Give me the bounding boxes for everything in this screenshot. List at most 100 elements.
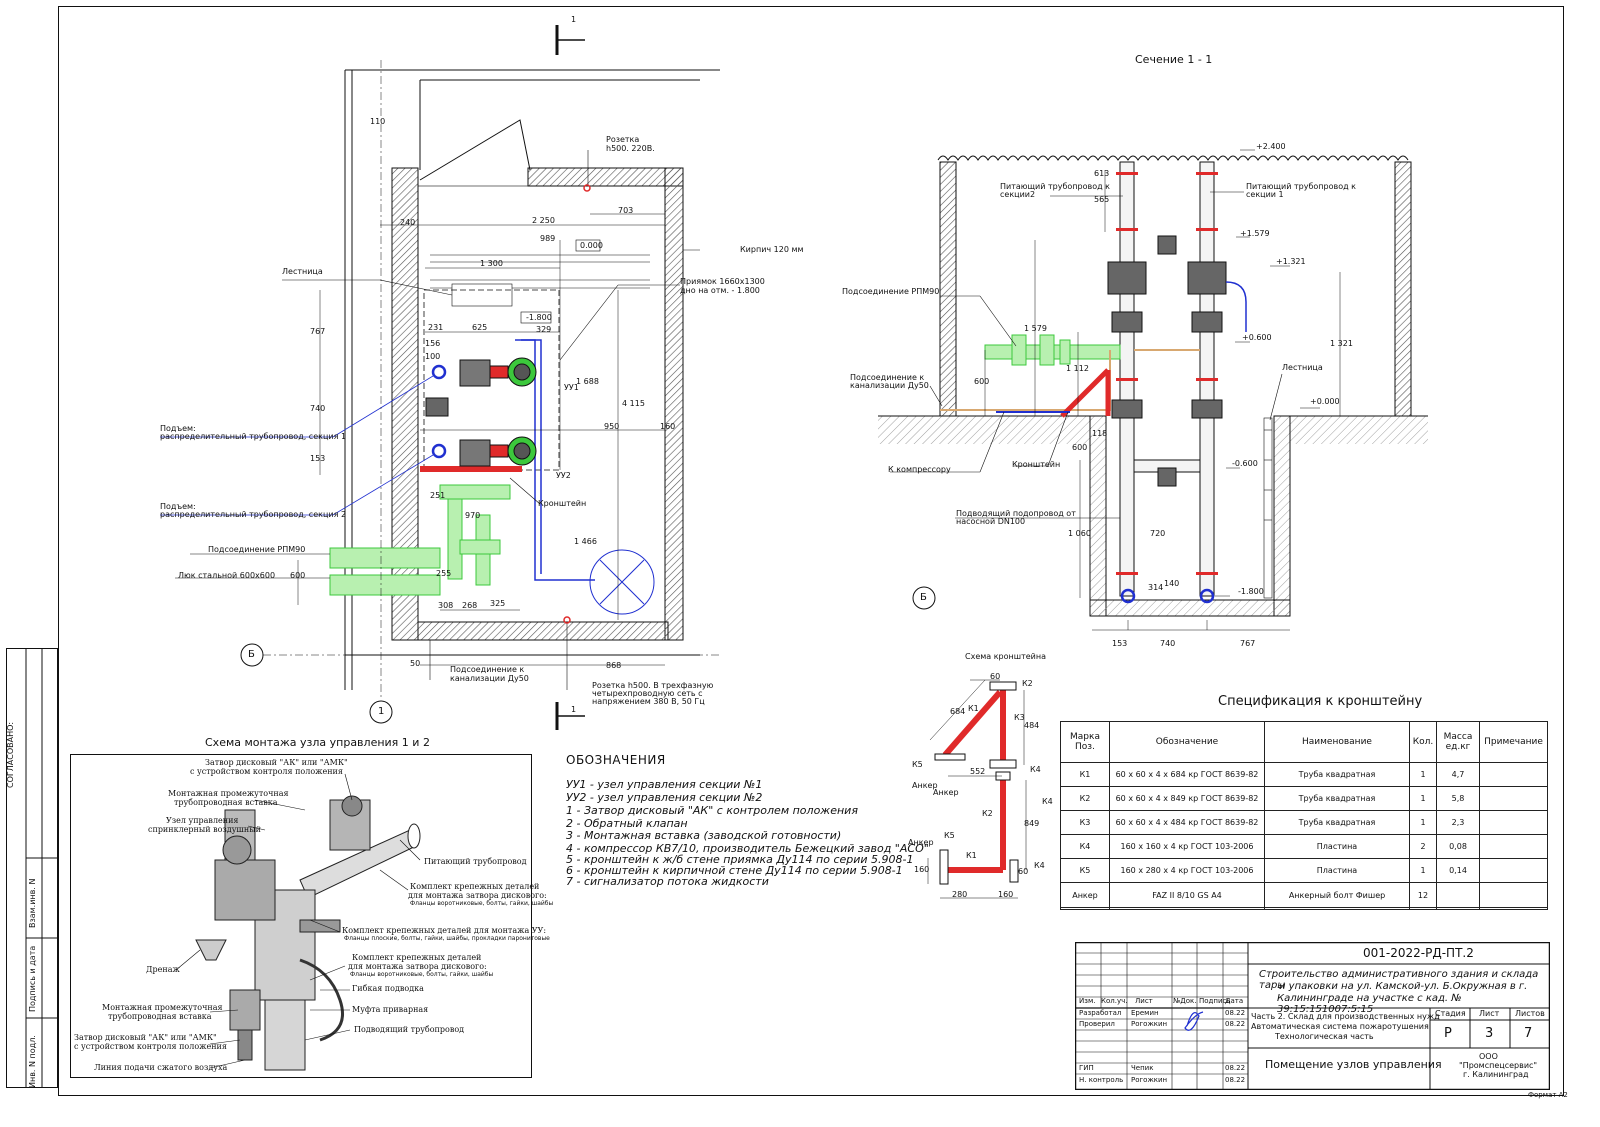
plan-sewer-1: Подсоединение к [450,665,525,674]
spec-cell [1479,882,1548,908]
stamp-col: Изм. [1079,997,1096,1005]
spec-header: Обозначение [1109,721,1265,763]
spec-cell: К5 [1060,858,1110,884]
spec-table: Марка Поз. Обозначение Наименование Кол.… [1060,721,1548,911]
spec-header: Масса ед.кг [1436,721,1480,763]
assembly-label: трубопроводная вставка [174,798,278,807]
sec-dim: 565 [1094,195,1110,204]
plan-dim: 950 [604,422,620,431]
sec-dim: 118 [1092,429,1108,438]
legend-item: УУ1 - узел управления секции №1 [566,778,763,791]
legend-item: 7 - сигнализатор потока жидкости [566,875,769,888]
stamp-col: Дата [1225,997,1244,1005]
plan-dim: 231 [428,323,444,332]
bracket-label: Анкер [933,788,959,797]
legend-title: ОБОЗНАЧЕНИЯ [566,753,666,767]
spec-cell: 1 [1409,858,1437,884]
plan-stair-label: Лестница [282,267,323,276]
assembly-label: Комплект крепежных деталей [410,882,540,891]
sec-dim: 153 [1112,639,1128,648]
section-cut-bottom [555,702,585,730]
spec-header: Кол. [1409,721,1437,763]
spec-cell: 1 [1409,761,1437,788]
stamp-col: Лист [1135,997,1153,1005]
plan-mark-1800: -1.800 [526,313,552,322]
assembly-label: Гибкая подводка [352,984,424,993]
stamp-name: Рогожкин [1131,1076,1168,1084]
plan-pit-label-1: Приямок 1660х1300 [680,277,765,286]
stamp-role: Разработал [1079,1009,1122,1017]
spec-cell: К2 [1060,786,1110,812]
plan-dim: 325 [490,599,506,608]
sec-lvl-0000: +0.000 [1310,397,1340,406]
stamp-col: №Док. [1173,997,1197,1005]
plan-dim: 767 [310,327,326,336]
assembly-label: Комплект крепежных деталей для монтажа У… [342,926,547,935]
plan-socket-bot-1: Розетка h500. В трехфазную [592,681,714,690]
table-row [1060,906,1548,911]
sec-lvl-1321: +1.321 [1276,257,1306,266]
drawing-frame [58,6,1564,1096]
stamp-org-1: ООО [1479,1052,1498,1061]
plan-dim: 868 [606,661,622,670]
bracket-label: К1 [966,851,977,860]
assembly-panel [70,754,532,1078]
spec-cell: Труба квадратная [1264,810,1410,836]
spec-cell: Анкер [1060,882,1110,908]
spec-cell: К4 [1060,834,1110,860]
sec-dim: 613 [1094,169,1110,178]
spec-cell: Труба квадратная [1264,786,1410,812]
side-agreed: СОГЛАСОВАНО: [6,721,15,788]
spec-cell: 160 х 160 х 4 кр ГОСТ 103-2006 [1109,834,1265,860]
title-block: Изм. Кол.уч. Лист №Док. Подпись Дата Раз… [1075,942,1550,1090]
plan-dim: 308 [438,601,454,610]
spec-cell [1479,761,1548,788]
spec-title: Спецификация к кронштейну [1218,694,1423,709]
sec-lvl-m0600: -0.600 [1232,459,1258,468]
plan-dim: 255 [436,569,452,578]
plan-rpm-label: Подсоединение РПМ90 [208,545,306,554]
plan-view [160,25,720,730]
spec-cell: Анкерный болт Фишер [1264,882,1410,908]
blue-pipes [431,339,655,615]
sec-feed1-2: секции 1 [1246,190,1284,199]
sec-lvl-2400: +2.400 [1256,142,1286,151]
sec-lvl-0600: +0.600 [1242,333,1272,342]
assembly-label: трубопроводная вставка [108,1012,212,1021]
sec-sewer-2: канализации Ду50 [850,381,929,390]
section-cut-number-bottom: 1 [571,705,577,714]
assembly-label: Питающий трубопровод [424,857,527,866]
side-stamp-grid [6,648,58,1088]
spec-cell: 1 [1409,810,1437,836]
spec-header: Марка Поз. [1060,721,1110,763]
sec-stair: Лестница [1282,363,1323,372]
sec-axis-b: Б [920,592,927,603]
sec-supply-2: насосной DN100 [956,517,1026,526]
stamp-part-2: Автоматическая система пожаротушения [1251,1022,1429,1031]
stamp-sheet-header: Лист [1479,1009,1500,1018]
bracket-label: К5 [944,831,955,840]
spec-cell: 2 [1409,834,1437,860]
spec-cell: 5,8 [1436,786,1480,812]
sec-dim: 740 [1160,639,1176,648]
plan-riser2-1: Подъем: [160,502,196,511]
control-unit-2 [459,436,537,467]
assembly-label: Фланцы воротниковые, болты, гайки, шайбы [350,971,494,978]
plan-dim: 160 [660,422,676,431]
assembly-label: Муфта приварная [352,1005,429,1014]
title-block-grid [1075,942,1550,1090]
spec-cell: К3 [1060,810,1110,836]
assembly-label: Комплект крепежных деталей [352,953,482,962]
stamp-role: Проверил [1079,1020,1115,1028]
assembly-label: для монтажа затвора дискового: [348,962,487,971]
stamp-role: ГИП [1079,1064,1094,1072]
bracket-bar [420,466,522,472]
sec-dim: 1 112 [1066,364,1089,373]
plan-dim: 240 [400,218,416,227]
sec-dim: 600 [1072,443,1088,452]
bracket-dim: 280 [952,890,968,899]
bracket-dim: 60 [1018,867,1029,876]
section-view [878,149,1428,631]
plan-riser1-2: распределительный трубопровод, секция 1 [160,432,347,441]
